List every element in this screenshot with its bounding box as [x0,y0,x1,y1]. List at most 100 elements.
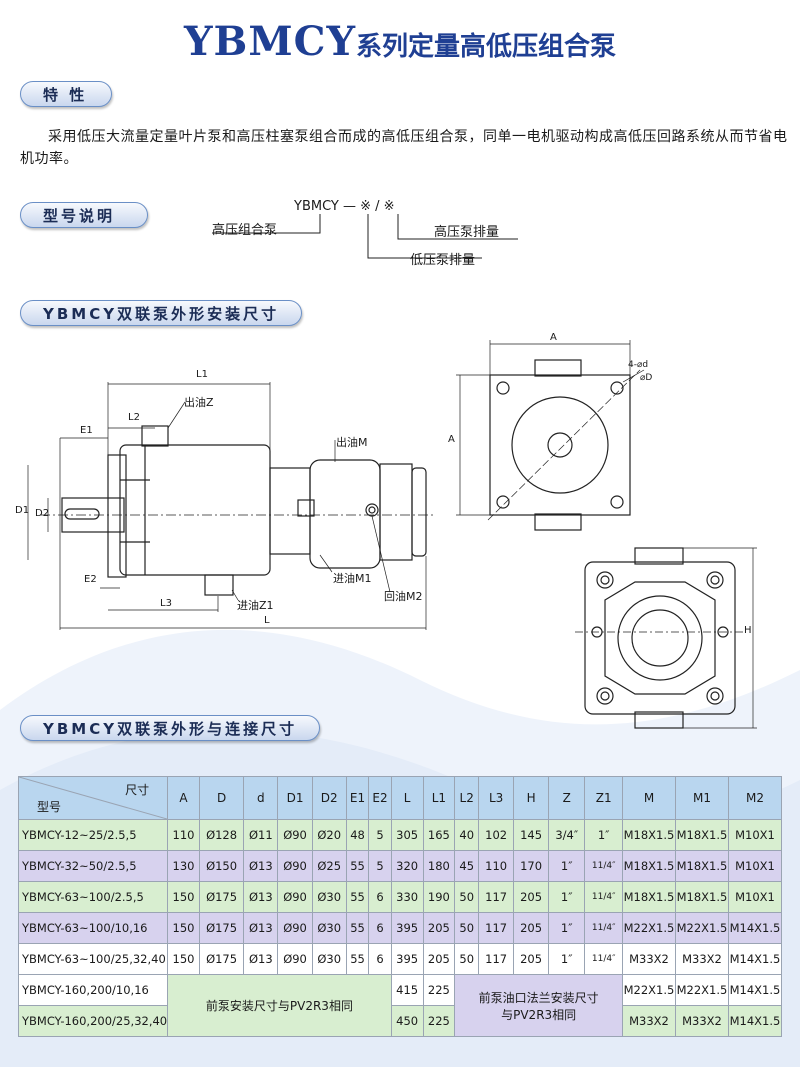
cell-D1: Ø90 [277,943,313,975]
dim-A-side: A [448,434,455,445]
dim-L3: L3 [160,598,172,609]
cell-D1: Ø90 [277,819,313,851]
spec-table: 尺寸 型号 A D d D1 D2 E1 E2 L L1 L2 L3 H Z Z… [17,776,782,1037]
cell-model: YBMCY-63~100/25,32,40 [17,943,169,975]
cell-L1: 225 [422,974,456,1006]
cell-d: Ø13 [243,912,279,944]
cell-Z: 1″ [548,850,586,882]
label-high-disp: 高压泵排量 [434,225,500,240]
corner-top-label: 尺寸 [125,783,150,797]
cell-M1: M18X1.5 [675,819,729,851]
col-header-D: D [198,776,245,820]
cell-E1: 55 [345,850,370,882]
cell-L1: 205 [422,912,456,944]
col-header-D2: D2 [311,776,347,820]
cell-d: Ø11 [243,819,279,851]
cell-L1: 190 [422,881,456,913]
cell-E2: 5 [368,850,392,882]
cell-L: 395 [390,943,424,975]
cell-A: 150 [167,881,200,913]
corner-bottom-label: 型号 [37,800,62,814]
dim-L1: L1 [196,369,208,380]
cell-M1: M33X2 [675,943,729,975]
cell-L1: 165 [422,819,456,851]
features-text: 采用低压大流量定量叶片泵和高压柱塞泵组合而成的高低压组合泵，同单一电机驱动构成高… [20,129,788,167]
cell-M: M18X1.5 [622,819,676,851]
cell-Z1: 11/4″ [584,943,623,975]
pump-front-view [456,340,645,531]
label-high-combo: 高压组合泵 [212,223,278,238]
page-title: YBMCY系列定量高低压组合泵 [0,18,800,65]
cell-Z1: 11/4″ [584,881,623,913]
col-header-D1: D1 [277,776,313,820]
cell-H: 205 [513,943,550,975]
cell-E1: 48 [345,819,370,851]
cell-D2: Ø30 [311,881,347,913]
dim-L2: L2 [128,412,140,423]
cell-E2: 5 [368,819,392,851]
cell-M1: M22X1.5 [675,974,729,1006]
cell-L3: 117 [478,881,515,913]
cell-Z1: 11/4″ [584,850,623,882]
cell-model: YBMCY-160,200/25,32,40 [17,1005,169,1037]
merged-flange-line2: 与PV2R3相同 [501,1007,577,1022]
table-header-row: 尺寸 型号 A D d D1 D2 E1 E2 L L1 L2 L3 H Z Z… [17,776,782,820]
cell-D: Ø128 [198,819,245,851]
cell-L2: 50 [454,912,480,944]
model-code: YBMCY — ※ / ※ [294,199,395,214]
cell-Z1: 1″ [584,819,623,851]
cell-L2: 45 [454,850,480,882]
cell-H: 170 [513,850,550,882]
cell-M: M18X1.5 [622,881,676,913]
cell-Z: 3/4″ [548,819,586,851]
cell-Z1: 11/4″ [584,912,623,944]
cell-M1: M18X1.5 [675,850,729,882]
col-header-A: A [167,776,200,820]
col-header-M: M [622,776,676,820]
cell-E2: 6 [368,943,392,975]
dim-L: L [264,615,270,626]
cell-merged-front: 前泵安装尺寸与PV2R3相同 [167,974,392,1037]
table-corner-cell: 尺寸 型号 [17,776,169,820]
cell-L1: 205 [422,943,456,975]
cell-merged-flange: 前泵油口法兰安装尺寸 与PV2R3相同 [454,974,623,1037]
col-header-M1: M1 [675,776,729,820]
cell-D: Ø175 [198,912,245,944]
pump-side-view [27,382,435,630]
cell-E2: 6 [368,881,392,913]
cell-M2: M14X1.5 [728,912,782,944]
cell-d: Ø13 [243,850,279,882]
cell-model: YBMCY-32~50/2.5,5 [17,850,169,882]
cell-D1: Ø90 [277,881,313,913]
cell-D2: Ø20 [311,819,347,851]
label-out-m: 出油M [336,436,368,449]
cell-L: 330 [390,881,424,913]
cell-L3: 102 [478,819,515,851]
dim-H: H [744,625,752,636]
label-low-disp: 低压泵排量 [410,253,476,268]
cell-model: YBMCY-12~25/2.5,5 [17,819,169,851]
col-header-d: d [243,776,279,820]
col-header-H: H [513,776,550,820]
cell-L: 395 [390,912,424,944]
label-out-z: 出油Z [184,396,214,409]
cell-M1: M18X1.5 [675,881,729,913]
cell-M2: M10X1 [728,819,782,851]
section-features: 特 性 [20,81,112,107]
cell-L: 305 [390,819,424,851]
label-ret-m2: 回油M2 [384,590,423,603]
cell-L2: 50 [454,943,480,975]
cell-model: YBMCY-160,200/10,16 [17,974,169,1006]
cell-model: YBMCY-63~100/10,16 [17,912,169,944]
cell-A: 150 [167,943,200,975]
cell-M: M22X1.5 [622,974,676,1006]
label-in-m1: 进油M1 [333,572,372,585]
col-header-M2: M2 [728,776,782,820]
cell-M: M22X1.5 [622,912,676,944]
dim-E2: E2 [84,574,97,585]
cell-D: Ø175 [198,943,245,975]
